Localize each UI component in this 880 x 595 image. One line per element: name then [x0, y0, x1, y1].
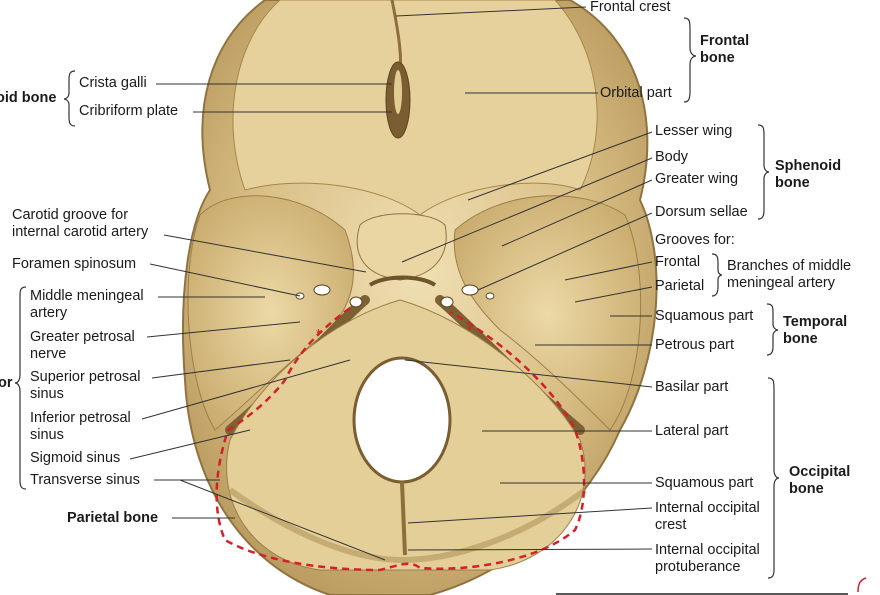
right-foramen-spinosum	[485, 292, 495, 300]
label-grooves-group-fragment: or	[0, 375, 13, 391]
dorsum-sellae-shape	[368, 275, 437, 287]
label-greater-petrosal-nerve: Greater petrosal nerve	[30, 329, 135, 362]
label-crista-galli: Crista galli	[79, 75, 147, 91]
right-foramen-ovale	[461, 284, 479, 296]
label-squamous-part-temporal: Squamous part	[655, 308, 754, 324]
svg-text:*: *	[316, 326, 321, 341]
label-basilar-part: Basilar part	[655, 379, 729, 395]
label-branches-mma: Branches of middle meningeal artery	[727, 258, 852, 291]
label-greater-wing: Greater wing	[655, 171, 739, 187]
label-parietal-bone: Parietal bone	[67, 510, 159, 526]
label-lesser-wing: Lesser wing	[655, 123, 733, 139]
label-middle-meningeal-artery: Middle meningeal artery	[30, 288, 144, 321]
dural-sinus-dashed-outline	[215, 306, 586, 572]
label-occipital-bone: Occipital bone	[789, 464, 851, 497]
label-carotid-groove: Carotid groove for internal carotid arte…	[12, 207, 149, 240]
sphenoid-body	[356, 213, 447, 281]
svg-text:*: *	[467, 323, 472, 338]
left-foramen-ovale	[313, 284, 331, 296]
label-sphenoid-bone: Sphenoid bone	[775, 158, 842, 191]
label-transverse-sinus: Transverse sinus	[30, 472, 140, 488]
braces	[14, 17, 780, 579]
foramen-magnum	[352, 356, 452, 484]
anterior-cranial-fossa	[232, 0, 598, 216]
label-superior-petrosal-sinus: Superior petrosal sinus	[30, 369, 141, 402]
right-middle-fossa	[453, 195, 642, 431]
label-dorsum-sellae: Dorsum sellae	[655, 204, 748, 220]
label-sigmoid-sinus: Sigmoid sinus	[30, 450, 121, 466]
label-ethmoid-bone: oid bone	[0, 90, 57, 106]
label-body: Body	[655, 149, 689, 165]
label-cribriform-plate: Cribriform plate	[79, 103, 179, 119]
transverse-groove	[228, 487, 587, 564]
label-temporal-bone: Temporal bone	[783, 314, 848, 347]
internal-occipital-crest-ridge	[400, 481, 407, 556]
red-bracket-fragment	[857, 577, 867, 593]
label-petrous-part: Petrous part	[655, 337, 734, 353]
leader-lines	[129, 6, 653, 561]
label-orbital-part: Orbital part	[600, 85, 672, 101]
label-frontal: Frontal	[655, 254, 701, 270]
right-carotid-canal	[440, 296, 454, 308]
label-internal-occipital-protuberance: Internal occipital protuberance	[655, 542, 760, 575]
label-parietal: Parietal	[655, 278, 705, 294]
label-foramen-spinosum: Foramen spinosum	[12, 256, 137, 272]
label-frontal-crest: Frontal crest	[590, 0, 671, 15]
label-grooves-for: Grooves for:	[655, 232, 735, 248]
label-frontal-bone: Frontal bone	[700, 33, 750, 66]
left-carotid-canal	[349, 296, 363, 308]
crista-galli-shape	[394, 70, 402, 114]
label-inferior-petrosal-sinus: Inferior petrosal sinus	[30, 410, 131, 443]
label-internal-occipital-crest: Internal occipital crest	[655, 500, 760, 533]
label-squamous-part-occipital: Squamous part	[655, 475, 754, 491]
label-lateral-part: Lateral part	[655, 423, 729, 439]
